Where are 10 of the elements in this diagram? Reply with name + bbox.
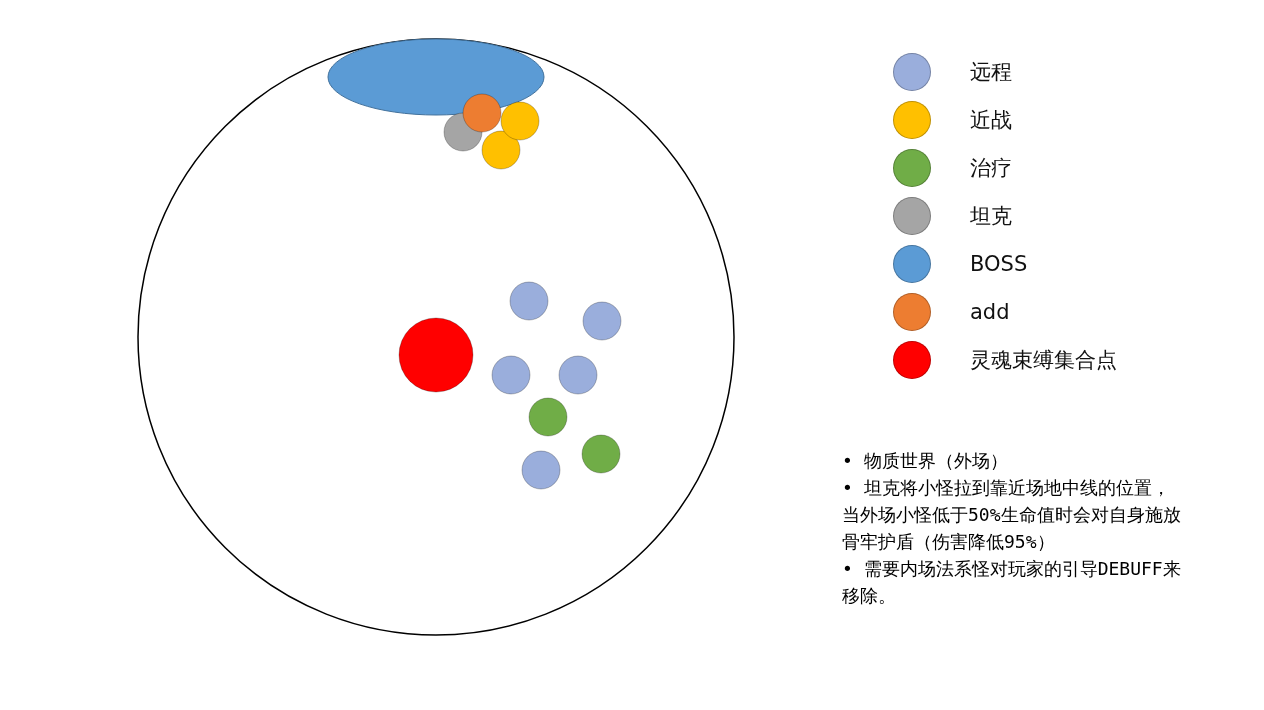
legend-label: 治疗 xyxy=(970,155,1012,182)
legend-label: 近战 xyxy=(970,107,1012,134)
note-text: • 坦克将小怪拉到靠近场地中线的位置，当外场小怪低于50%生命值时会对自身施放骨牢护盾（伤害降低95%） xyxy=(842,476,1182,554)
legend-label: 远程 xyxy=(970,59,1012,86)
legend-label: BOSS xyxy=(970,252,1028,276)
legend-label: 灵魂束缚集合点 xyxy=(970,347,1117,374)
note-text: • 物质世界（外场） xyxy=(842,449,1009,473)
legend-label: 坦克 xyxy=(970,203,1012,230)
legend-label: add xyxy=(970,300,1010,324)
note-text: • 需要内场法系怪对玩家的引导DEBUFF来移除。 xyxy=(842,557,1182,608)
